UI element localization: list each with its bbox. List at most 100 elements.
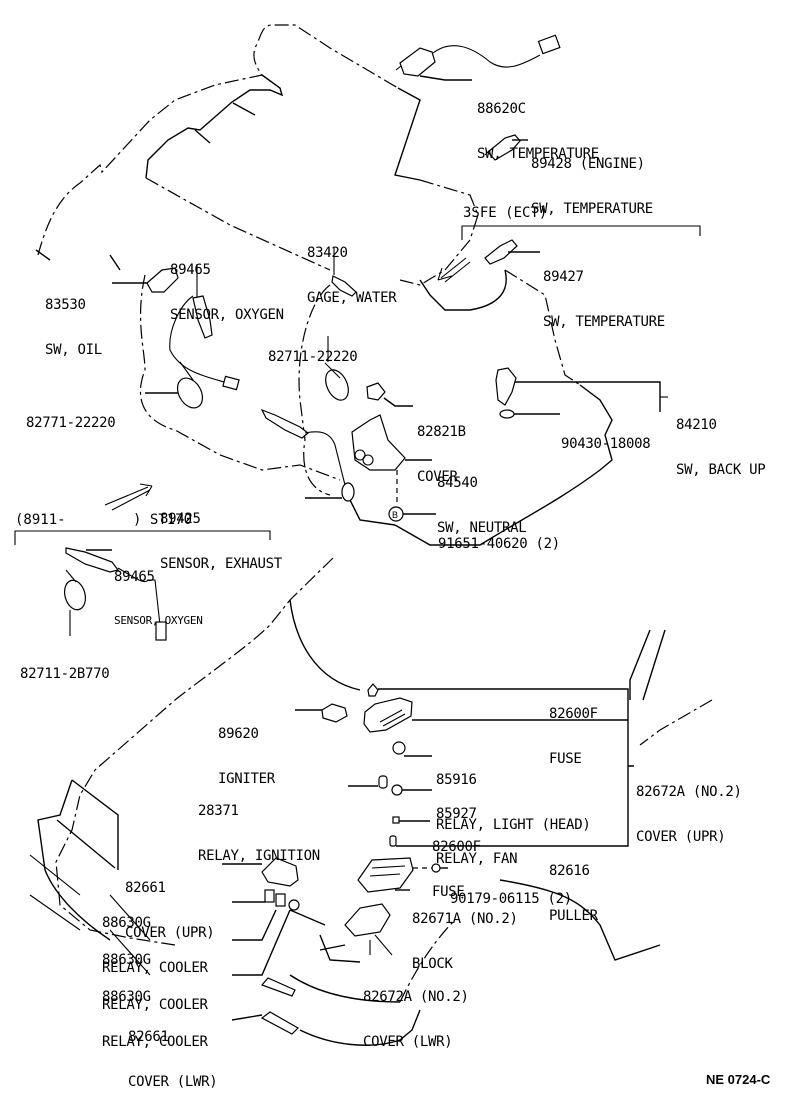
puller-icon: [389, 835, 545, 847]
engine-outline: [35, 24, 613, 546]
part-label-84540[interactable]: 84540 SW, NEUTRAL: [437, 446, 527, 551]
part-label-82661-lower[interactable]: 82661 COVER (LWR): [128, 1000, 218, 1105]
part-name: SENSOR, EXHAUST: [160, 556, 282, 572]
part-name: SW, TEMPERATURE: [477, 146, 599, 162]
part-label-82711-22220[interactable]: 82711-22220: [268, 320, 358, 380]
section-bracket-st170: [14, 530, 271, 545]
cover-82661-upper-icon: [222, 857, 299, 887]
cover-82821b-icon: [366, 382, 413, 407]
part-label-82600f-upper[interactable]: 82600F FUSE: [549, 677, 598, 782]
part-number: 82821B: [417, 424, 466, 440]
back-up-switch-icon: [495, 367, 668, 419]
part-name: PULLER: [549, 908, 598, 924]
part-number: 89620: [218, 726, 259, 742]
bolt-marker-letter: B: [392, 510, 398, 520]
part-label-91651-40620[interactable]: 91651-40620 (2): [438, 507, 560, 567]
part-number: 83420: [307, 245, 348, 261]
relay-cooler-icons: [232, 889, 326, 976]
part-label-82711-2b770[interactable]: 82711-2B770: [20, 637, 110, 697]
part-number: 82672A (NO.2): [363, 989, 469, 1005]
part-number: 89428 (ENGINE): [531, 156, 645, 172]
part-number: 82616: [549, 863, 590, 879]
part-name: SW, BACK UP: [676, 462, 766, 478]
temperature-switch-89427-icon: [484, 239, 540, 265]
part-label-89465[interactable]: 89465 SENSOR, OXYGEN: [170, 233, 284, 338]
part-number: 85927: [436, 806, 477, 822]
part-label-88620c[interactable]: 88620C SW, TEMPERATURE: [477, 72, 599, 177]
part-label-82661-upper[interactable]: 82661 COVER (UPR): [125, 851, 215, 956]
temperature-switch-89428-icon: [484, 134, 528, 161]
part-number: 28371: [198, 803, 239, 819]
part-number: 88630G: [102, 989, 151, 1005]
part-name: SW, TEMPERATURE: [543, 314, 665, 330]
part-name: FUSE: [549, 751, 582, 767]
part-label-83530[interactable]: 83530 SW, OIL: [45, 268, 102, 373]
part-label-85916[interactable]: 85916 RELAY, LIGHT (HEAD): [436, 743, 591, 848]
part-number: 82672A (NO.2): [636, 784, 742, 800]
part-number: 88620C: [477, 101, 526, 117]
neutral-switch-icon: [351, 414, 432, 505]
hose-clamp-82711-icon: [324, 336, 349, 401]
part-name: SW, OIL: [45, 342, 102, 358]
part-label-89425[interactable]: 89425 SENSOR, EXHAUST: [160, 482, 282, 587]
part-label-90179-06115[interactable]: 90179-06115 (2): [450, 862, 572, 922]
part-label-82616[interactable]: 82616 PULLER: [549, 834, 598, 939]
part-number: 85916: [436, 772, 477, 788]
part-label-82672a-upper[interactable]: 82672A (NO.2) COVER (UPR): [636, 755, 742, 860]
section-label-3sfe-ect: 3SFE (ECT): [463, 205, 548, 221]
part-name: GAGE, WATER: [307, 290, 397, 306]
oxygen-sensor-st170-icon: [65, 547, 167, 641]
igniter-icon: [295, 703, 348, 723]
part-label-89428[interactable]: 89428 (ENGINE) SW, TEMPERATURE: [531, 127, 653, 232]
section-label-st170: (8911- ) ST170: [15, 512, 193, 528]
part-label-89427[interactable]: 89427 SW, TEMPERATURE: [543, 240, 665, 345]
part-number: 82771-22220: [26, 415, 116, 431]
part-number: 90179-06115 (2): [450, 891, 572, 907]
part-label-89620[interactable]: 89620 IGNITER: [218, 697, 275, 802]
part-label-85927[interactable]: 85927 RELAY, FAN: [436, 777, 518, 882]
direction-arrow-icon: [104, 483, 153, 511]
part-label-82671a[interactable]: 82671A (NO.2) BLOCK: [412, 882, 518, 987]
part-name: SW, TEMPERATURE: [531, 201, 653, 217]
part-label-84210[interactable]: 84210 SW, BACK UP: [676, 388, 766, 493]
part-name: COVER (LWR): [128, 1074, 218, 1090]
part-number: 82711-2B770: [20, 666, 110, 682]
oil-switch-icon: [112, 267, 179, 293]
part-name: COVER (LWR): [363, 1034, 453, 1050]
part-name: COVER: [417, 469, 458, 485]
cover-upper-fuse-block-icon: [363, 697, 628, 733]
water-gage-icon: [331, 248, 357, 297]
part-label-90430-18008[interactable]: 90430-18008: [561, 407, 651, 467]
oxygen-sensor-icon: [169, 264, 240, 391]
part-label-88630g-3[interactable]: 88630G RELAY, COOLER: [102, 960, 208, 1065]
temperature-switch-88620c-icon: [395, 34, 561, 81]
part-label-83420[interactable]: 83420 GAGE, WATER: [307, 216, 397, 321]
part-label-82672a-lower[interactable]: 82672A (NO.2) COVER (LWR): [363, 960, 469, 1065]
part-number: 88630G: [102, 915, 151, 931]
part-number: 89465: [114, 569, 155, 585]
part-number: 82671A (NO.2): [412, 911, 518, 927]
part-label-88630g-1[interactable]: 88630G RELAY, COOLER: [102, 886, 208, 991]
part-label-88630g-2[interactable]: 88630G RELAY, COOLER: [102, 923, 208, 1028]
part-label-82600f-lower[interactable]: 82600F FUSE: [432, 810, 481, 915]
part-number: 89465: [170, 262, 211, 278]
leader-bracket-82672a-upr: [545, 688, 634, 847]
part-name: RELAY, FAN: [436, 851, 518, 867]
part-number: 83530: [45, 297, 86, 313]
part-number: 82600F: [432, 839, 481, 855]
part-label-82821b[interactable]: 82821B COVER: [417, 395, 466, 500]
part-number: 90430-18008: [561, 436, 651, 452]
section-bracket-3sfe: [461, 225, 701, 240]
relay-ignition-icon: [348, 775, 432, 796]
diagram-code: NE 0724-C: [706, 1072, 771, 1087]
part-label-89465-st170[interactable]: 89465 SENSOR, OXYGEN: [114, 540, 203, 642]
relay-block-icon: [357, 857, 448, 893]
part-name: SW, NEUTRAL: [437, 520, 527, 536]
part-label-82771-22220[interactable]: 82771-22220: [26, 386, 116, 446]
cover-lower-block-icon: [319, 903, 393, 963]
part-number: 84210: [676, 417, 717, 433]
part-number: 89427: [543, 269, 584, 285]
body-outline: [37, 557, 713, 1046]
part-label-28371[interactable]: 28371 RELAY, IGNITION: [198, 774, 320, 879]
